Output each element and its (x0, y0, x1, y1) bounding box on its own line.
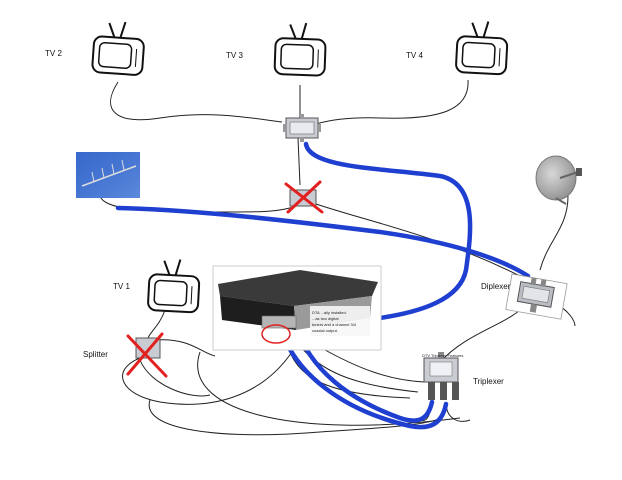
antenna-icon (76, 152, 140, 198)
box-note-line-1: DTA ...ally installed. (312, 310, 347, 315)
coax-box-to-triplexer-2 (279, 329, 449, 430)
crossed-splitter-icon (284, 180, 324, 214)
tv-3-label: TV 3 (226, 51, 243, 60)
diplexer-icon (505, 273, 568, 320)
tv-3-icon (273, 22, 327, 77)
triplexer-top-label: DTV Triplexer Features (422, 353, 463, 358)
triplexer-label: Triplexer (473, 377, 504, 386)
splitter-icon (283, 114, 321, 142)
diplexer-label: Diplexer (481, 282, 511, 291)
triplexer-icon (423, 352, 459, 400)
coax-antenna-to-diplexer (115, 205, 531, 279)
tv-4-label: TV 4 (406, 51, 423, 60)
receiver-box-icon: DTA ...ally installed. ...as two digital… (212, 265, 382, 351)
splitter-label: Splitter (83, 350, 108, 359)
tv-1-label: TV 1 (113, 282, 130, 291)
coax-box-to-triplexer-1 (293, 323, 435, 423)
tv-2-icon (91, 21, 145, 76)
box-note-line-2: ...as two digital (312, 316, 339, 321)
satellite-dish-icon (535, 155, 582, 205)
tv-2-label: TV 2 (45, 49, 62, 58)
tv-1-icon (147, 259, 201, 314)
box-note-line-4: coaxial output. (312, 328, 338, 333)
box-note-line-3: tuners and a channel 3/4 (312, 322, 357, 327)
tv-4-icon (455, 21, 509, 76)
lower-splitter-icon (126, 332, 168, 378)
